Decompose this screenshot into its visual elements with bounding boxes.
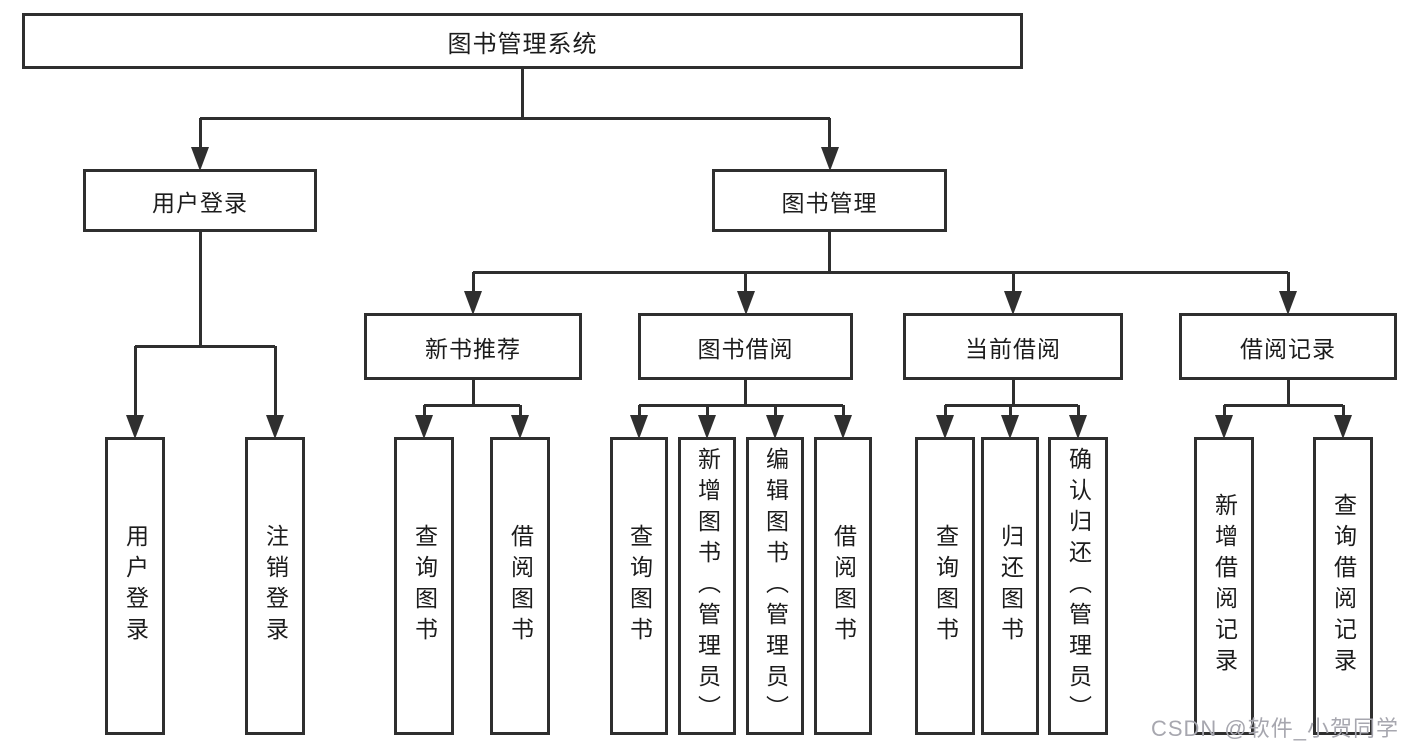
connector-drop-leaf-cb-confirm bbox=[1076, 405, 1080, 419]
node-leaf-bb-edit: 编辑图书（管理员） bbox=[746, 437, 804, 735]
arrowhead-leaf-bb-query bbox=[630, 415, 648, 439]
connector-split-user-login bbox=[135, 344, 275, 348]
node-borrow-record: 借阅记录 bbox=[1179, 313, 1397, 380]
arrowhead-leaf-bb-borrow bbox=[834, 415, 852, 439]
arrowhead-leaf-user-login bbox=[126, 415, 144, 439]
node-leaf-user-login: 用户登录 bbox=[105, 437, 165, 735]
connector-drop-book-borrow bbox=[744, 272, 747, 295]
arrowhead-leaf-br-add bbox=[1215, 415, 1233, 439]
arrowhead-book-mgmt bbox=[820, 147, 839, 171]
node-user-login: 用户登录 bbox=[83, 169, 317, 232]
node-leaf-bb-query: 查询图书 bbox=[610, 437, 668, 735]
connector-split-borrow-record bbox=[1224, 403, 1343, 407]
node-leaf-cb-query: 查询图书 bbox=[915, 437, 975, 735]
node-leaf-nbr-query: 查询图书 bbox=[394, 437, 454, 735]
connector-drop-leaf-logout bbox=[273, 346, 277, 419]
arrowhead-leaf-bb-edit bbox=[766, 415, 784, 439]
node-leaf-cb-confirm: 确认归还（管理员） bbox=[1048, 437, 1108, 735]
connector-split-current-borrow bbox=[945, 403, 1078, 407]
connector-drop-new-book-rec bbox=[471, 272, 475, 295]
arrowhead-borrow-record bbox=[1279, 291, 1297, 315]
connector-drop-leaf-user-login bbox=[133, 346, 137, 419]
connector-drop-leaf-bb-borrow bbox=[841, 405, 845, 419]
arrowhead-leaf-cb-confirm bbox=[1069, 415, 1087, 439]
node-leaf-nbr-borrow: 借阅图书 bbox=[490, 437, 550, 735]
connector-drop-leaf-bb-add bbox=[705, 405, 709, 419]
connector-drop-leaf-nbr-borrow bbox=[518, 405, 522, 419]
connector-drop-leaf-br-query bbox=[1341, 405, 1345, 419]
connector-split-book-borrow bbox=[639, 403, 843, 407]
connector-drop-leaf-bb-edit bbox=[773, 405, 777, 419]
connector-stem-user-login bbox=[198, 230, 202, 346]
connector-drop-leaf-cb-return bbox=[1008, 405, 1012, 419]
arrowhead-leaf-bb-add bbox=[698, 415, 716, 439]
node-leaf-br-add: 新增借阅记录 bbox=[1194, 437, 1254, 735]
node-leaf-bb-add: 新增图书（管理员） bbox=[678, 437, 736, 735]
arrowhead-leaf-nbr-query bbox=[415, 415, 433, 439]
connector-stem-book-mgmt bbox=[828, 230, 831, 272]
arrowhead-leaf-cb-query bbox=[936, 415, 954, 439]
connector-drop-leaf-cb-query bbox=[943, 405, 947, 419]
node-leaf-bb-borrow: 借阅图书 bbox=[814, 437, 872, 735]
connector-split-root bbox=[200, 116, 830, 120]
connector-drop-current-borrow bbox=[1011, 272, 1015, 295]
node-book-mgmt: 图书管理 bbox=[712, 169, 947, 232]
connector-stem-current-borrow bbox=[1011, 378, 1015, 405]
connector-stem-new-book-rec bbox=[471, 378, 475, 405]
connector-split-book-mgmt bbox=[473, 270, 1288, 274]
arrowhead-leaf-nbr-borrow bbox=[511, 415, 529, 439]
arrowhead-leaf-br-query bbox=[1334, 415, 1352, 439]
arrowhead-new-book-rec bbox=[464, 291, 482, 315]
connector-stem-root bbox=[521, 67, 524, 118]
node-leaf-cb-return: 归还图书 bbox=[981, 437, 1039, 735]
connector-drop-leaf-br-add bbox=[1222, 405, 1226, 419]
connector-drop-leaf-bb-query bbox=[637, 405, 641, 419]
node-root: 图书管理系统 bbox=[22, 13, 1023, 69]
connector-drop-leaf-nbr-query bbox=[422, 405, 426, 419]
node-current-borrow: 当前借阅 bbox=[903, 313, 1123, 380]
arrowhead-leaf-logout bbox=[266, 415, 284, 439]
arrowhead-leaf-cb-return bbox=[1001, 415, 1019, 439]
arrowhead-current-borrow bbox=[1004, 291, 1022, 315]
connector-drop-borrow-record bbox=[1286, 272, 1290, 295]
connector-stem-borrow-record bbox=[1286, 378, 1290, 405]
connector-stem-book-borrow bbox=[744, 378, 747, 405]
arrowhead-book-borrow bbox=[736, 291, 755, 315]
node-leaf-logout: 注销登录 bbox=[245, 437, 305, 735]
arrowhead-user-login bbox=[191, 147, 209, 171]
connector-drop-user-login bbox=[198, 118, 202, 151]
node-book-borrow: 图书借阅 bbox=[638, 313, 853, 380]
node-new-book-rec: 新书推荐 bbox=[364, 313, 582, 380]
connector-drop-book-mgmt bbox=[828, 118, 831, 151]
connector-split-new-book-rec bbox=[424, 403, 520, 407]
node-leaf-br-query: 查询借阅记录 bbox=[1313, 437, 1373, 735]
watermark-text: CSDN @软件_小贺同学 bbox=[1150, 716, 1399, 741]
